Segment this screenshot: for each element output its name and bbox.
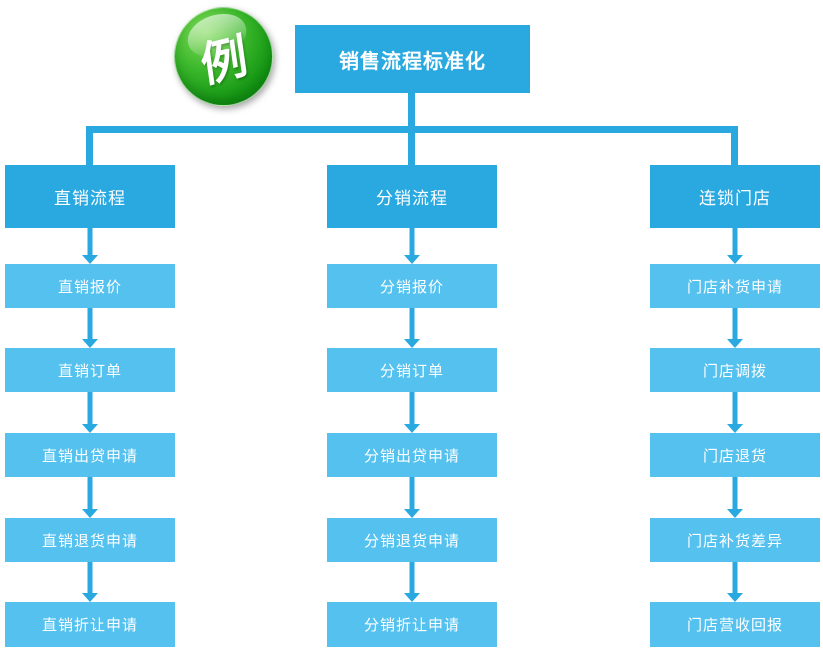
arrow-down-icon bbox=[5, 228, 175, 264]
flow-node: 门店补货差异 bbox=[650, 518, 820, 562]
flow-node: 分销退货申请 bbox=[327, 518, 497, 562]
connector-drop-center bbox=[408, 126, 415, 165]
arrow-down-icon bbox=[327, 562, 497, 602]
flow-node: 分销报价 bbox=[327, 264, 497, 308]
connector-drop-right bbox=[731, 126, 738, 165]
arrow-down-icon bbox=[5, 308, 175, 348]
column-header: 分销流程 bbox=[327, 165, 497, 228]
flow-node: 门店营收回报 bbox=[650, 602, 820, 647]
arrow-down-icon bbox=[650, 228, 820, 264]
flow-node: 门店补货申请 bbox=[650, 264, 820, 308]
column-header: 直销流程 bbox=[5, 165, 175, 228]
root-node-label: 销售流程标准化 bbox=[339, 50, 486, 73]
arrow-down-icon bbox=[650, 477, 820, 518]
flow-node: 分销订单 bbox=[327, 348, 497, 392]
flow-node: 门店调拨 bbox=[650, 348, 820, 392]
flow-node: 直销订单 bbox=[5, 348, 175, 392]
arrow-down-icon bbox=[650, 392, 820, 433]
arrow-down-icon bbox=[327, 308, 497, 348]
flow-node: 直销折让申请 bbox=[5, 602, 175, 647]
arrow-down-icon bbox=[5, 477, 175, 518]
arrow-down-icon bbox=[327, 228, 497, 264]
example-badge-icon: 例 bbox=[174, 7, 273, 106]
flow-node: 直销退货申请 bbox=[5, 518, 175, 562]
column-header: 连锁门店 bbox=[650, 165, 820, 228]
flow-node: 门店退货 bbox=[650, 433, 820, 477]
column-direct-sales: 直销流程 直销报价 直销订单 直销出贷申请 直销退货申请 直销折让申请 bbox=[5, 165, 175, 647]
flow-node: 分销折让申请 bbox=[327, 602, 497, 647]
flow-node: 直销报价 bbox=[5, 264, 175, 308]
root-node: 销售流程标准化 bbox=[295, 25, 530, 93]
arrow-down-icon bbox=[650, 308, 820, 348]
example-badge-label: 例 bbox=[197, 28, 251, 95]
arrow-down-icon bbox=[5, 392, 175, 433]
connector-drop-left bbox=[86, 126, 93, 165]
column-chain-stores: 连锁门店 门店补货申请 门店调拨 门店退货 门店补货差异 门店营收回报 bbox=[650, 165, 820, 647]
flow-node: 分销出贷申请 bbox=[327, 433, 497, 477]
connector-root-stem bbox=[408, 93, 415, 127]
flow-node: 直销出贷申请 bbox=[5, 433, 175, 477]
arrow-down-icon bbox=[327, 477, 497, 518]
arrow-down-icon bbox=[650, 562, 820, 602]
arrow-down-icon bbox=[5, 562, 175, 602]
arrow-down-icon bbox=[327, 392, 497, 433]
column-distribution: 分销流程 分销报价 分销订单 分销出贷申请 分销退货申请 分销折让申请 bbox=[327, 165, 497, 647]
